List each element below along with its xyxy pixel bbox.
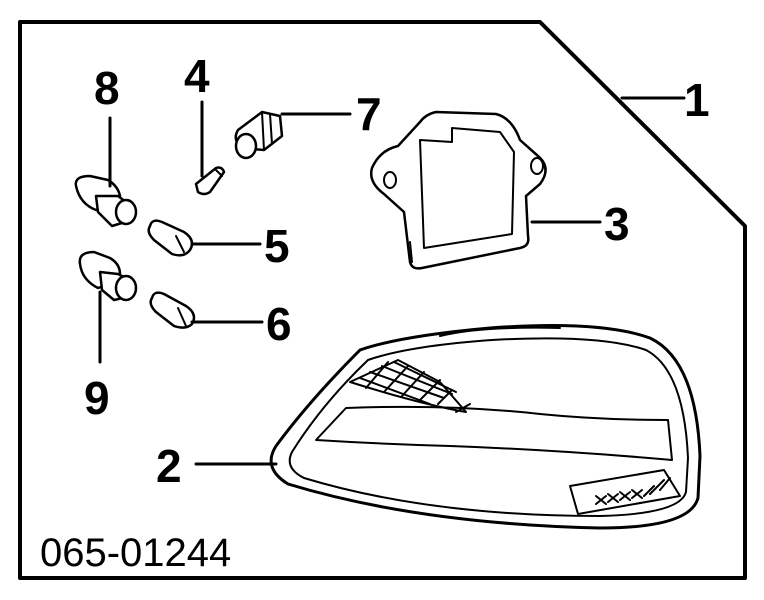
part-code: 065-01244 — [40, 531, 231, 575]
bulb-socket-part-7 — [234, 110, 284, 160]
pin-part — [194, 166, 226, 196]
callout-1: 1 — [684, 74, 710, 126]
callout-3: 3 — [604, 198, 630, 250]
gasket-part — [370, 110, 547, 270]
callout-4: 4 — [184, 50, 210, 102]
lens-label-plate — [569, 469, 681, 515]
lens-part — [269, 324, 702, 530]
callout-6: 6 — [266, 298, 292, 350]
callout-8: 8 — [94, 62, 120, 114]
socket-part-8 — [74, 174, 138, 228]
wedge-bulb-part-5 — [147, 219, 194, 257]
callout-2: 2 — [156, 440, 182, 492]
socket-part-9 — [78, 250, 138, 302]
callout-9: 9 — [84, 372, 110, 424]
assembly-frame — [18, 20, 747, 580]
wedge-bulb-part-6 — [149, 291, 196, 329]
leader-lines — [98, 96, 686, 466]
callout-5: 5 — [264, 220, 290, 272]
callout-7: 7 — [356, 88, 382, 140]
reflector-grid — [349, 359, 471, 413]
